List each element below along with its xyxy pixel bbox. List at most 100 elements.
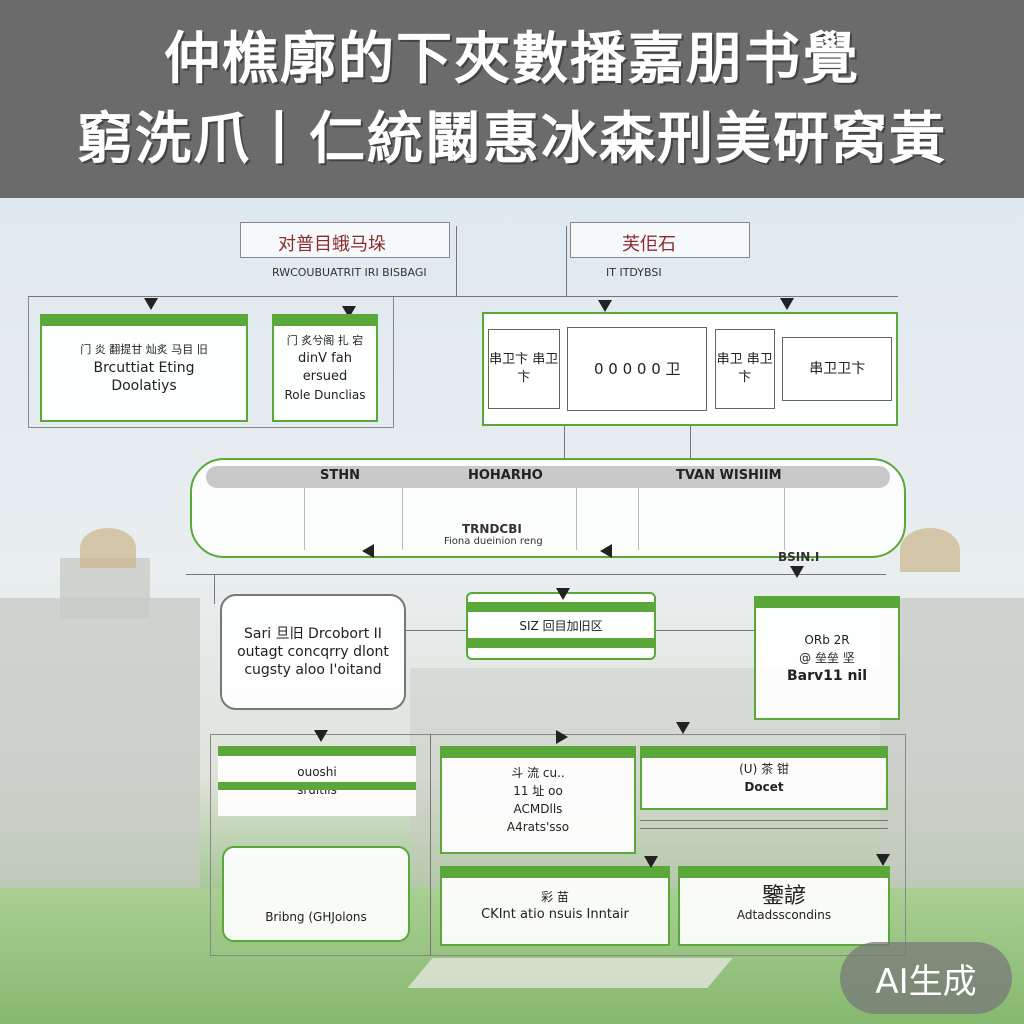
heading-right: 芙佢石 (622, 230, 676, 256)
top-box-2-line-2: dinV fah ersued (274, 350, 376, 386)
mid-center-label: SIZ 回目加旧区 (519, 617, 602, 635)
mid-right-line-2: @ 垒垒 坚 (799, 649, 855, 667)
arrow-down-bottom-3 (644, 856, 658, 868)
bottom-right-line-1: 鑒諺 (762, 888, 806, 906)
ai-generated-badge: AI生成 (840, 942, 1012, 1014)
top-box-2-line-1: 门 炙兮阁 扎 宕 (287, 332, 364, 350)
process-band-track (206, 466, 890, 488)
mid-right-line-1: ORb 2R (804, 631, 849, 649)
bottom-center-line-2: CKInt atio nsuis Inntair (481, 906, 629, 924)
arrow-down-bottom-4 (876, 854, 890, 866)
band-divider-2 (402, 488, 403, 550)
top-box-2-bar (274, 316, 376, 326)
title-line-2: 窮洗爪丨仁統鬫惠冰森刑美研窝黃 (77, 106, 947, 172)
band-divider-3 (576, 488, 577, 550)
mid-left-box: Sari 旦旧 Drcobort II outagt concqrry dlon… (220, 594, 406, 710)
arrow-down-mid (556, 588, 570, 600)
connector-top-to-band (564, 426, 565, 460)
mid-right-box: ORb 2R @ 垒垒 坚 Barv11 nil (754, 596, 900, 720)
mid-center-bar-bottom (468, 638, 654, 648)
mid-left-line-2: outagt concqrry dlont (237, 643, 389, 661)
heading-right-sub: IT ITDYBSI (606, 266, 662, 279)
bottom-frame-divider (430, 734, 431, 956)
band-label-1: STHN (320, 468, 360, 483)
bottom-center-top-bar (442, 748, 634, 758)
mid-left-drop (214, 574, 215, 604)
arrow-left-band-2 (600, 544, 612, 558)
heading-left: 对普目蛾马垛 (278, 230, 386, 256)
dome-right (900, 528, 960, 572)
mid-left-line-3: cugsty aloo I'oitand (244, 661, 381, 679)
bottom-center-line-1: 彩 苗 (541, 888, 569, 906)
arrow-down-bottom-2 (676, 722, 690, 734)
band-divider-5 (784, 488, 785, 550)
palace-left (0, 598, 200, 898)
band-label-2: HOHARHO (468, 468, 543, 483)
top-box-3-cell-3: 串卫 串卫卞 (715, 329, 775, 409)
band-bottom-connector (186, 574, 886, 575)
arrow-down-1 (144, 298, 158, 310)
top-box-3-cell-1: 串卫卞 串卫卞 (488, 329, 560, 409)
top-box-1-line-2: Brcuttiat Eting (94, 359, 195, 377)
mid-connector-2 (656, 630, 754, 631)
bottom-top-left-bar-top (218, 746, 416, 756)
bottom-right-line-2: Adtadsscondins (737, 906, 831, 924)
heading-connector-left (456, 226, 457, 296)
heading-left-sub: RWCOUBUATRIT IRI BISBAGI (272, 266, 427, 279)
bottom-right-top-bar (642, 748, 886, 758)
arrow-down-4 (780, 298, 794, 310)
top-box-3: 串卫卞 串卫卞 0 0 0 0 0 卫 串卫 串卫卞 串卫卫卞 (482, 312, 898, 426)
mid-left-line-1: Sari 旦旧 Drcobort II (244, 625, 382, 643)
band-center-sub: Fiona dueinion reng (444, 536, 543, 547)
connector-top-to-band-2 (690, 426, 691, 460)
bottom-right-top-line-2: Docet (744, 778, 783, 796)
bottom-center-top-line-2: 11 址 oo (513, 782, 563, 800)
bottom-left-label: Bribng (GHJolons (265, 908, 367, 926)
arrow-down-bottom-1 (314, 730, 328, 742)
arrow-right-bottom (556, 730, 568, 744)
bottom-right-separator-2 (640, 828, 888, 829)
bottom-right-bar (680, 868, 888, 878)
top-box-3-cell-2: 0 0 0 0 0 卫 (567, 327, 707, 411)
bottom-center-top-line-1: 斗 流 cu.. (511, 764, 564, 782)
band-center-title: TRNDCBI (462, 522, 522, 536)
mid-right-line-3: Barv11 nil (787, 667, 867, 685)
title-band: 仲樵廓的下夾數播嘉朋书覺 窮洗爪丨仁統鬫惠冰森刑美研窝黃 (0, 0, 1024, 198)
top-box-1-bar (42, 316, 246, 326)
bottom-right-top-line-1: (U) 茶 钳 (739, 760, 789, 778)
bottom-center-top-line-4: A4rats'sso (507, 818, 569, 836)
bottom-top-left-box: ouoshi sruitlis (218, 746, 416, 816)
arrow-left-band (362, 544, 374, 558)
top-box-2-line-3: Role Dunclias (285, 386, 366, 404)
mid-center-box: SIZ 回目加旧区 (466, 592, 656, 660)
band-divider-4 (638, 488, 639, 550)
band-label-3: TVAN WISHIIM (676, 468, 782, 483)
mid-right-bar (756, 598, 898, 608)
arrow-down-mid-right (790, 566, 804, 578)
bottom-center-box: 彩 苗 CKInt atio nsuis Inntair (440, 866, 670, 946)
heading-connector-right (566, 226, 567, 296)
bottom-right-top-box: (U) 茶 钳 Docet (640, 746, 888, 810)
bottom-top-left-line-1: ouoshi (297, 763, 336, 781)
garden-path (407, 958, 732, 988)
mid-connector-1 (406, 630, 466, 631)
top-box-1-line-1: 门 炎 翻提甘 灿炙 马目 旧 (80, 341, 207, 359)
bottom-right-box: 鑒諺 Adtadsscondins (678, 866, 890, 946)
arrow-down-3 (598, 300, 612, 312)
top-connector (28, 296, 898, 297)
top-box-1: 门 炎 翻提甘 灿炙 马目 旧 Brcuttiat Eting Doolatiy… (40, 314, 248, 422)
band-right-tag: BSIN.I (778, 550, 819, 564)
process-band: STHN HOHARHO TVAN WISHIIM TRNDCBI Fiona … (190, 458, 906, 558)
top-box-3-cell-4: 串卫卫卞 (782, 337, 892, 401)
top-box-1-line-3: Doolatiys (111, 377, 176, 395)
bottom-right-separator-1 (640, 820, 888, 821)
top-box-2: 门 炙兮阁 扎 宕 dinV fah ersued Role Dunclias (272, 314, 378, 422)
mid-center-bar-top (468, 602, 654, 612)
bottom-top-left-bar-mid (218, 782, 416, 790)
bottom-center-top-line-3: ACMDlls (514, 800, 563, 818)
band-divider-1 (304, 488, 305, 550)
bottom-center-bar (442, 868, 668, 878)
bottom-center-top-box: 斗 流 cu.. 11 址 oo ACMDlls A4rats'sso (440, 746, 636, 854)
dome-left (80, 528, 136, 568)
bottom-left-box: Bribng (GHJolons (222, 846, 410, 942)
